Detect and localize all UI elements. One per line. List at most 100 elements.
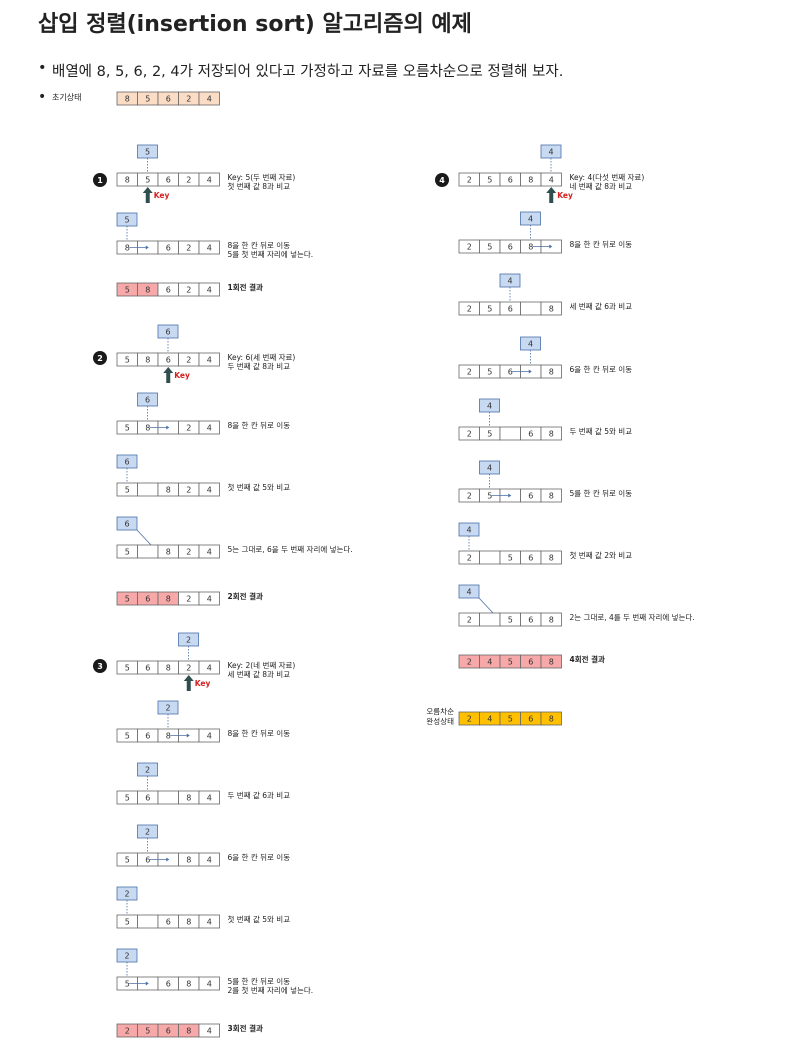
array-cell — [198, 591, 220, 606]
key-box-value: 5 — [145, 148, 150, 157]
array-cell-value: 8 — [528, 176, 533, 185]
key-label: Key — [557, 191, 573, 200]
array-cell-value: 8 — [125, 244, 130, 253]
array-cell-value: 8 — [186, 980, 191, 989]
array-cell-value: 4 — [207, 486, 212, 495]
array-cell — [157, 790, 179, 805]
array-cell-value: 6 — [528, 492, 533, 501]
array-cell — [137, 914, 159, 929]
array-cell — [198, 976, 220, 991]
array-cell-value: 6 — [508, 176, 513, 185]
array-cell-value: 8 — [166, 732, 171, 741]
key-box-value: 6 — [124, 458, 129, 467]
array-cell — [540, 711, 562, 726]
array-cell — [540, 654, 562, 669]
array-cell-value: 2 — [467, 715, 472, 724]
array-cell — [479, 612, 501, 627]
step-description: Key: 2(네 번째 자료) — [228, 661, 296, 670]
array-cell-value: 6 — [528, 658, 533, 667]
shift-arrow-head — [145, 981, 149, 986]
array-cell-value: 4 — [207, 548, 212, 557]
array-cell-value: 4 — [207, 176, 212, 185]
shift-arrow-head — [508, 493, 512, 498]
step-badge — [93, 351, 107, 365]
array-cell-value: 5 — [125, 980, 130, 989]
array-cell-value: 5 — [125, 794, 130, 803]
step-badge-number: 1 — [97, 176, 103, 185]
array-cell-value: 8 — [549, 305, 554, 314]
array-cell-value: 4 — [487, 715, 492, 724]
shift-arrow-head — [166, 857, 170, 862]
array-cell-value: 4 — [207, 286, 212, 295]
array-row — [458, 550, 562, 565]
array-cell — [198, 420, 220, 435]
array-cell-value: 4 — [207, 244, 212, 253]
array-cell-value: 5 — [508, 616, 513, 625]
array-cell — [540, 172, 562, 187]
array-cell — [479, 550, 501, 565]
array-cell-value: 8 — [186, 856, 191, 865]
key-box-value: 4 — [487, 464, 492, 473]
array-cell-value: 5 — [487, 176, 492, 185]
array-cell-value: 8 — [549, 616, 554, 625]
array-cell-value: 5 — [125, 356, 130, 365]
step-description: 첫 번째 값 8과 비교 — [228, 182, 291, 191]
array-cell-value: 4 — [207, 1027, 212, 1036]
array-row — [458, 364, 562, 379]
step-description: 8을 한 칸 뒤로 이동 — [570, 239, 633, 249]
shift-arrow-head — [145, 245, 149, 250]
key-label: Key — [154, 191, 170, 200]
array-cell-value: 6 — [166, 980, 171, 989]
array-cell-value: 8 — [549, 715, 554, 724]
array-cell-value: 4 — [207, 595, 212, 604]
array-cell-value: 5 — [125, 918, 130, 927]
step-description: 2회전 결과 — [228, 591, 264, 601]
key-label: Key — [174, 371, 190, 380]
key-box-value: 2 — [145, 828, 150, 837]
array-row — [116, 914, 220, 929]
page-title: 삽입 정렬(insertion sort) 알고리즘의 예제 — [38, 12, 472, 37]
array-cell-value: 2 — [186, 95, 191, 104]
array-cell-value: 6 — [166, 286, 171, 295]
step-description: 3회전 결과 — [228, 1023, 264, 1033]
array-cell-value: 2 — [186, 486, 191, 495]
key-box-value: 6 — [145, 396, 150, 405]
step-badge-number: 3 — [97, 662, 103, 671]
array-cell-value: 6 — [508, 368, 513, 377]
complete-label-line2: 완성상태 — [426, 716, 454, 726]
array-cell-value: 2 — [467, 430, 472, 439]
array-cell — [540, 364, 562, 379]
step-description: Key: 5(두 번째 자료) — [228, 173, 296, 182]
step-description: 첫 번째 값 2와 비교 — [570, 550, 633, 560]
array-cell-value: 2 — [467, 554, 472, 563]
array-cell-value: 4 — [207, 424, 212, 433]
intro-text: 배열에 8, 5, 6, 2, 4가 저장되어 있다고 가정하고 자료를 오름차… — [38, 60, 563, 81]
array-cell — [198, 728, 220, 743]
array-cell-value: 6 — [166, 95, 171, 104]
array-cell-value: 6 — [166, 244, 171, 253]
step-description: 2는 그대로, 4를 두 번째 자리에 넣는다. — [570, 613, 695, 622]
array-row — [458, 301, 562, 316]
step-description: 두 번째 값 6과 비교 — [228, 791, 291, 800]
array-cell-value: 2 — [467, 243, 472, 252]
array-cell-value: 8 — [145, 356, 150, 365]
step-badge-number: 2 — [97, 354, 103, 363]
step-description: 5를 한 칸 뒤로 이동 — [570, 488, 633, 498]
initial-state-bullet: 초기상태 — [38, 89, 82, 105]
array-cell-value: 5 — [487, 305, 492, 314]
array-cell-value: 5 — [487, 368, 492, 377]
array-cell-value: 6 — [145, 794, 150, 803]
key-box-value: 2 — [124, 890, 129, 899]
array-cell — [198, 91, 220, 106]
step-description: 8을 한 칸 뒤로 이동 — [228, 240, 291, 250]
array-cell-value: 2 — [467, 176, 472, 185]
key-box-value: 4 — [466, 588, 471, 597]
array-cell-value: 8 — [145, 286, 150, 295]
array-cell-value: 6 — [528, 715, 533, 724]
array-cell-value: 5 — [508, 658, 513, 667]
array-cell-value: 8 — [186, 1027, 191, 1036]
array-cell-value: 2 — [467, 368, 472, 377]
key-box — [458, 584, 480, 599]
step-description: 두 번째 값 8과 비교 — [228, 362, 291, 371]
array-cell-value: 2 — [186, 424, 191, 433]
